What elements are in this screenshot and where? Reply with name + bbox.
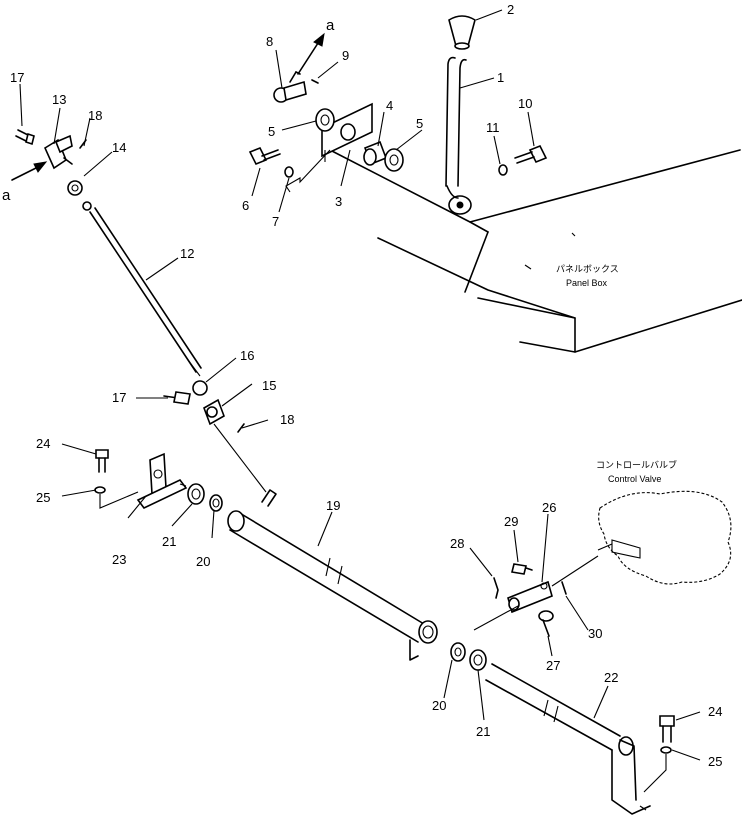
clevis-13: [43, 134, 73, 170]
bracket-3: [285, 102, 373, 193]
bracket-23: [136, 452, 188, 510]
washer-25-left: [94, 486, 106, 494]
reference-arrows: [11, 32, 325, 181]
callout-24-right: 24: [708, 704, 722, 719]
guide-line: [551, 555, 599, 587]
bushing-20-right: [450, 642, 466, 662]
panel-box-label-en: Panel Box: [566, 278, 608, 288]
washer-25-right: [660, 746, 672, 754]
washer-11: [498, 164, 508, 176]
control-valve: [597, 490, 732, 585]
callout-26: 26: [542, 500, 556, 515]
callout-19: 19: [326, 498, 340, 513]
bushing-4: [363, 140, 388, 166]
callout-28: 28: [450, 536, 464, 551]
bolt-17-bottom: [163, 391, 191, 405]
callout-5-left: 5: [268, 124, 275, 139]
shaft-22: [485, 663, 651, 815]
washer-21-right: [469, 649, 487, 671]
callout-30: 30: [588, 626, 602, 641]
bolt-29: [511, 563, 533, 575]
callout-1: 1: [497, 70, 504, 85]
callout-7: 7: [272, 214, 279, 229]
shaft-19: [227, 489, 438, 661]
callout-12: 12: [180, 246, 194, 261]
ref-a-top: a: [326, 17, 335, 34]
nut-16: [192, 380, 208, 396]
washer-5-right: [384, 148, 404, 172]
pin-8: [273, 71, 307, 103]
callout-17-bottom: 17: [112, 390, 126, 405]
panel-box-label-jp: パネルボックス: [556, 264, 619, 274]
bolt-24-right: [659, 715, 675, 743]
pin-18-bottom: [237, 423, 245, 433]
callout-5-right: 5: [416, 116, 423, 131]
clevis-15: [203, 398, 225, 426]
callout-2: 2: [507, 2, 514, 17]
callout-21-right: 21: [476, 724, 490, 739]
callout-21-left: 21: [162, 534, 176, 549]
callout-27: 27: [546, 658, 560, 673]
callout-22: 22: [604, 670, 618, 685]
callout-25-left: 25: [36, 490, 50, 505]
callout-18-bottom: 18: [280, 412, 294, 427]
callout-numbers: 2 1 3 4 5 5 6 7 8 9 10 11 12 13 14 15 16…: [10, 2, 722, 769]
ref-a-left: a: [2, 187, 11, 204]
washer-5-left: [315, 108, 335, 132]
leader-lines: [19, 9, 701, 761]
panel-box: [329, 149, 742, 353]
callout-20-left: 20: [196, 554, 210, 569]
control-valve-label-en: Control Valve: [608, 474, 661, 484]
control-valve-label-jp: コントロールバルブ: [596, 459, 677, 470]
callout-11: 11: [486, 120, 500, 135]
callout-3: 3: [335, 194, 342, 209]
callout-29: 29: [504, 514, 518, 529]
callout-25-right: 25: [708, 754, 722, 769]
bolt-24-left: [95, 449, 109, 473]
callout-9: 9: [342, 48, 349, 63]
guide-line: [473, 605, 519, 631]
washer-7: [284, 166, 294, 178]
pin-28: [493, 577, 499, 599]
bolt-6: [248, 146, 281, 166]
lever-1: [445, 56, 472, 215]
bushing-20-left: [209, 494, 223, 512]
knob-2: [448, 15, 476, 50]
callout-16: 16: [240, 348, 254, 363]
callout-20-right: 20: [432, 698, 446, 713]
pin-27: [538, 610, 554, 637]
callout-10: 10: [518, 96, 532, 111]
pin-9: [311, 79, 319, 84]
callout-6: 6: [242, 198, 249, 213]
guide-line: [643, 754, 667, 793]
nut-14: [67, 180, 83, 196]
callout-23: 23: [112, 552, 126, 567]
callout-18-top: 18: [88, 108, 102, 123]
callout-14: 14: [112, 140, 126, 155]
guide-line: [99, 491, 139, 509]
callout-4: 4: [386, 98, 393, 113]
callout-17-top: 17: [10, 70, 24, 85]
pin-30: [561, 581, 567, 595]
bolt-10: [514, 144, 548, 164]
callout-8: 8: [266, 34, 273, 49]
washer-21-left: [187, 483, 205, 505]
callout-24-left: 24: [36, 436, 50, 451]
callout-15: 15: [262, 378, 276, 393]
guide-line: [213, 423, 267, 493]
callout-13: 13: [52, 92, 66, 107]
bolt-17-top: [15, 129, 35, 146]
rod-12: [82, 201, 202, 377]
